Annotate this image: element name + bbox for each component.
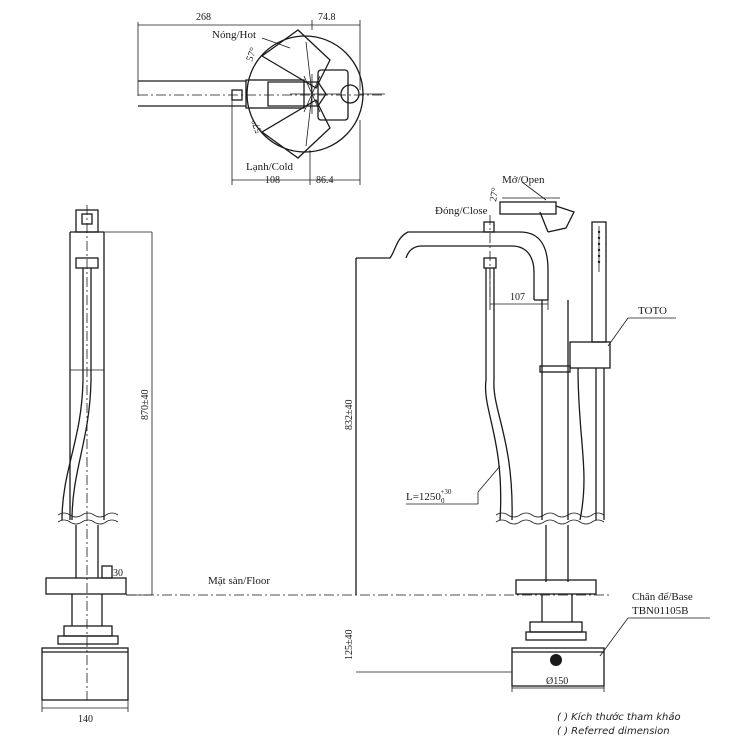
top-aerator bbox=[231, 89, 243, 101]
front-handle bbox=[499, 201, 557, 215]
side-height-dim: 870±40 bbox=[140, 390, 151, 421]
handle-angle: 27° bbox=[488, 187, 501, 203]
front-height-dim: 832±40 bbox=[344, 400, 355, 431]
angle-hot: 57° bbox=[244, 46, 259, 63]
hose-tol-sub: 0 bbox=[441, 497, 445, 505]
note-en: ( ) Referred dimension bbox=[557, 726, 670, 737]
side-dim-30: 30 bbox=[113, 568, 123, 579]
top-view: 268 74.8 Nóng/Hot 57° 57° Lạnh/Cold bbox=[137, 12, 385, 186]
base-label: Chân đế/Base bbox=[632, 591, 693, 603]
close-label: Đóng/Close bbox=[435, 205, 488, 217]
top-dim-268: 268 bbox=[196, 12, 211, 23]
hose-label: L=12500+30 bbox=[406, 488, 452, 505]
hot-label: Nóng/Hot bbox=[212, 29, 256, 41]
open-label: Mở/Open bbox=[502, 174, 545, 186]
below-floor-dim: 125±40 bbox=[344, 630, 355, 661]
floor-label: Mặt sàn/Floor bbox=[208, 575, 270, 587]
base-diameter: Ø150 bbox=[546, 676, 568, 687]
base-model: TBN01105B bbox=[632, 605, 688, 617]
note-vi: ( ) Kích thước tham khảo bbox=[557, 712, 681, 723]
top-dim-74-8: 74.8 bbox=[318, 12, 336, 23]
hose-length: L=1250 bbox=[406, 491, 441, 503]
angle-cold: 57° bbox=[250, 118, 265, 135]
top-dim-108: 108 bbox=[265, 175, 280, 186]
cold-label: Lạnh/Cold bbox=[246, 161, 294, 173]
brand-label: TOTO bbox=[638, 305, 667, 317]
spout-dim-107: 107 bbox=[510, 292, 525, 303]
side-base-width: 140 bbox=[78, 714, 93, 725]
front-view: Mở/Open Đóng/Close 27° 107 bbox=[344, 174, 710, 692]
top-dim-86-4: 86.4 bbox=[316, 175, 334, 186]
hose-tol-sup: +30 bbox=[440, 488, 451, 496]
base-screw bbox=[550, 654, 562, 666]
top-cartridge-cap bbox=[340, 84, 360, 104]
side-view: 30 870±40 140 bbox=[41, 205, 153, 725]
